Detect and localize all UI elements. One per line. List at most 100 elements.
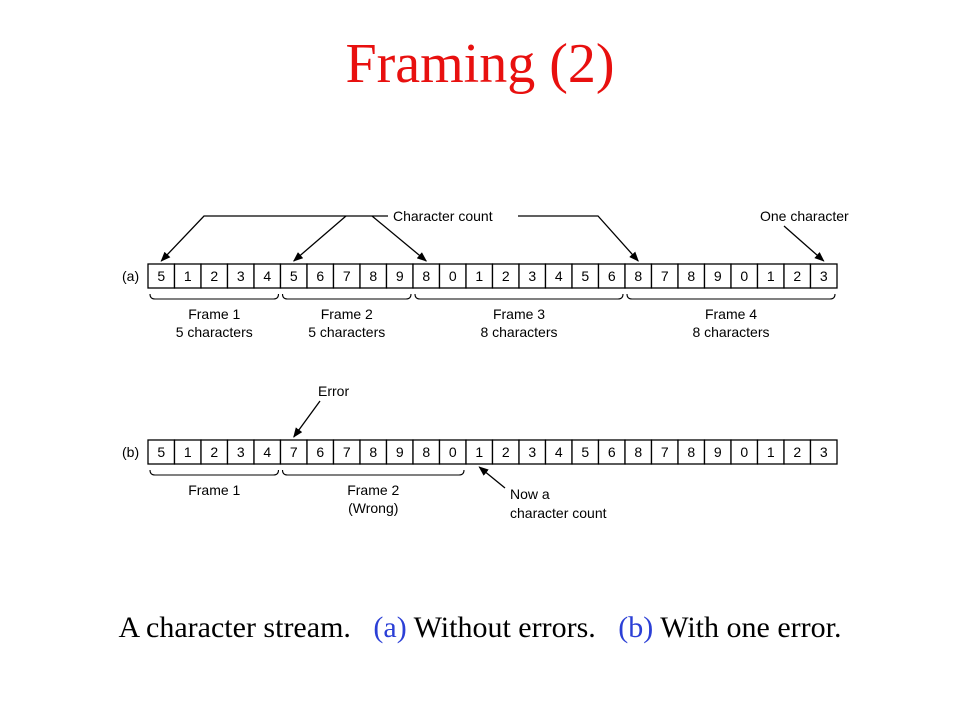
row-a-cell xyxy=(147,263,176,289)
row-a-cell-digit: 7 xyxy=(661,268,669,284)
row-a-cell-digit: 5 xyxy=(290,268,298,284)
row-b-cell-digit: 1 xyxy=(184,444,192,460)
character-count-label: Character count xyxy=(393,208,493,224)
row-a-cell xyxy=(491,263,520,289)
row-b-cell-digit: 5 xyxy=(581,444,589,460)
one-character-label: One character xyxy=(760,208,849,224)
row-b-cell-digit: 8 xyxy=(369,444,377,460)
row-a-cell-digit: 1 xyxy=(767,268,775,284)
row-b-cell xyxy=(809,439,838,465)
row-a-cell xyxy=(173,263,202,289)
now-count-label: Now a xyxy=(510,486,550,502)
row-b-cell xyxy=(253,439,282,465)
row-a-cell-digit: 0 xyxy=(449,268,457,284)
row-b-cell-digit: 8 xyxy=(687,444,695,460)
slide-title: Framing (2) xyxy=(345,33,615,95)
row-a-cell xyxy=(730,263,759,289)
row-a-cell xyxy=(200,263,229,289)
row-a-cell-digit: 2 xyxy=(502,268,510,284)
row-a-frame-brace xyxy=(149,293,280,300)
row-b-cell-digit: 4 xyxy=(263,444,271,460)
row-b-cell xyxy=(359,439,388,465)
row-b-cell-digit: 6 xyxy=(608,444,616,460)
row-a-frame-brace xyxy=(281,293,412,300)
row-b-cell xyxy=(571,439,600,465)
row-a-cell xyxy=(518,263,547,289)
row-b-frame-brace xyxy=(149,469,280,476)
caption-with-one-error: With one error. xyxy=(660,611,842,644)
row-a-cell-digit: 6 xyxy=(608,268,616,284)
row-b-frame-label: Frame 2 xyxy=(347,482,399,498)
count-arrow-frame-3 xyxy=(371,215,428,262)
row-b-cell-digit: 2 xyxy=(502,444,510,460)
row-a-cell xyxy=(624,263,653,289)
row-a-frame-label: Frame 3 xyxy=(493,306,545,322)
row-b-cell-digit: 2 xyxy=(793,444,801,460)
row-b-cell-digit: 1 xyxy=(767,444,775,460)
row-b-cell-digit: 0 xyxy=(449,444,457,460)
row-a-frame-sublabel: 5 characters xyxy=(308,324,385,340)
row-b-cell xyxy=(650,439,679,465)
count-arrow-frame-2 xyxy=(292,215,347,262)
row-a-cell xyxy=(703,263,732,289)
row-a-cell-digit: 1 xyxy=(184,268,192,284)
row-b-cell-digit: 8 xyxy=(422,444,430,460)
row-a-cell xyxy=(253,263,282,289)
row-a-cell xyxy=(544,263,573,289)
row-a-cell-digit: 8 xyxy=(422,268,430,284)
row-a-cell-digit: 6 xyxy=(316,268,324,284)
row-b-frame-brace xyxy=(281,469,465,476)
row-b-cell-digit: 3 xyxy=(237,444,245,460)
caption-without-errors: Without errors. xyxy=(413,611,596,644)
row-b-cell xyxy=(226,439,255,465)
error-arrow xyxy=(293,400,321,438)
count-arrow-frame-1 xyxy=(160,215,388,262)
row-b-cell-digit: 7 xyxy=(661,444,669,460)
row-b-cell xyxy=(703,439,732,465)
row-a-cell xyxy=(677,263,706,289)
row-a-frame-label: Frame 4 xyxy=(705,306,757,322)
row-a-cell xyxy=(597,263,626,289)
row-a-cell xyxy=(226,263,255,289)
row-b-frame-sublabel: (Wrong) xyxy=(348,500,398,516)
caption-tag-a: (a) xyxy=(373,611,407,644)
row-a-frame-brace xyxy=(414,293,624,300)
row-b-cell-digit: 7 xyxy=(343,444,351,460)
row-a-cell xyxy=(385,263,414,289)
row-a-cell xyxy=(438,263,467,289)
row-a-cell xyxy=(783,263,812,289)
row-a-cell xyxy=(465,263,494,289)
row-b-cell-digit: 3 xyxy=(528,444,536,460)
error-label: Error xyxy=(318,383,349,399)
now-count-arrow xyxy=(478,466,506,489)
row-a-cell-digit: 2 xyxy=(210,268,218,284)
row-a-frame-sublabel: 8 characters xyxy=(480,324,557,340)
row-a-cell-digit: 3 xyxy=(820,268,828,284)
row-a-cell-digit: 8 xyxy=(687,268,695,284)
row-a-cell-digit: 4 xyxy=(263,268,271,284)
row-a-frame-sublabel: 5 characters xyxy=(176,324,253,340)
row-a-cell-digit: 3 xyxy=(528,268,536,284)
row-b-cell-digit: 7 xyxy=(290,444,298,460)
row-a-cell xyxy=(571,263,600,289)
row-a-frame-sublabel: 8 characters xyxy=(692,324,769,340)
row-b-row-label: (b) xyxy=(122,444,139,460)
row-b-cell-digit: 5 xyxy=(157,444,165,460)
row-b-cell-digit: 9 xyxy=(714,444,722,460)
row-b-cell xyxy=(597,439,626,465)
row-a-frame-label: Frame 2 xyxy=(321,306,373,322)
row-a-cell-digit: 5 xyxy=(157,268,165,284)
caption: A character stream. (a) Without errors. … xyxy=(0,608,960,648)
row-b-frame-label: Frame 1 xyxy=(188,482,240,498)
row-a-cell xyxy=(412,263,441,289)
row-a-cell-digit: 7 xyxy=(343,268,351,284)
row-a-cell-digit: 8 xyxy=(369,268,377,284)
row-b-cell xyxy=(465,439,494,465)
row-a-cell-digit: 0 xyxy=(740,268,748,284)
count-arrow-frame-4 xyxy=(518,215,639,262)
row-a-cell-digit: 4 xyxy=(555,268,563,284)
row-a-cell-digit: 3 xyxy=(237,268,245,284)
